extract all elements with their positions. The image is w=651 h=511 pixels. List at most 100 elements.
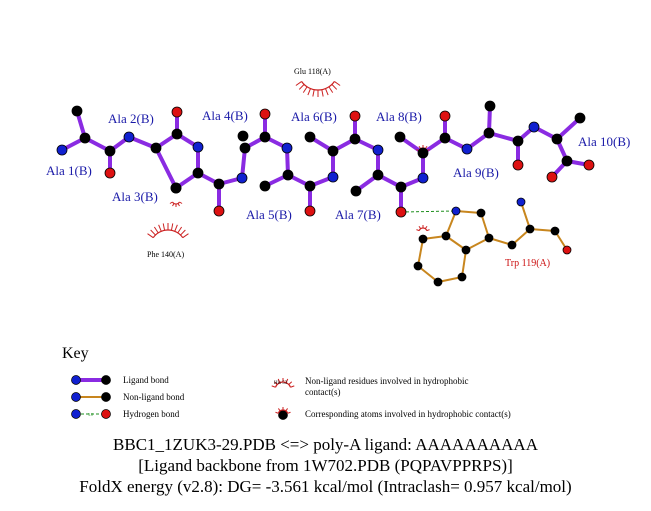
- key-hydrophobic-example: His 53: [274, 381, 288, 386]
- hydrophobic-contact-phe140: [147, 223, 189, 239]
- hydrophobic-spoke: [418, 225, 422, 230]
- caption-line-1: BBC1_1ZUK3-29.PDB <=> poly-A ligand: AAA…: [113, 435, 538, 454]
- hydrophobic-spoke: [312, 89, 315, 97]
- atom: [551, 133, 563, 145]
- hydrophobic-spoke: [147, 233, 154, 239]
- atom: [550, 226, 560, 236]
- nonligand-bonds: [417, 201, 568, 283]
- nonligand-bond: [445, 210, 457, 237]
- hydrophobic-spoke: [334, 81, 341, 86]
- caption-line-2: [Ligand backbone from 1W702.PDB (PQPAVPP…: [138, 456, 513, 475]
- hydrophobic-spoke: [180, 229, 186, 236]
- atom: [349, 110, 361, 122]
- hydrophobic-spoke: [177, 203, 180, 207]
- atom: [546, 171, 558, 183]
- atom: [170, 182, 182, 194]
- residue-label-ala2: Ala 2(B): [108, 111, 154, 126]
- atom: [516, 197, 526, 207]
- hydrophobic-spoke: [153, 226, 159, 234]
- atom: [213, 178, 225, 190]
- residue-label-phe140: Phe 140(A): [147, 250, 184, 259]
- hydrophobic-arc: [172, 201, 180, 205]
- hydrophobic-arc: [274, 381, 292, 388]
- atom: [439, 132, 451, 144]
- hydrophobic-contact-glu118: [295, 81, 341, 97]
- key-hydrophobic-residues-line1: Non-ligand residues involved in hydropho…: [305, 376, 468, 386]
- hydrophobic-spoke: [172, 203, 175, 207]
- atom: [484, 233, 494, 243]
- atom: [512, 159, 524, 171]
- hydrophobic-spoke: [170, 223, 174, 231]
- residue-label-ala8: Ala 8(B): [376, 109, 422, 124]
- atom: [418, 234, 428, 244]
- atom: [304, 180, 316, 192]
- hydrophobic-contacts: [147, 81, 430, 239]
- hydrophobic-spoke: [285, 408, 288, 412]
- residue-label-trp119: Trp 119(A): [505, 258, 550, 269]
- atom: [192, 141, 204, 153]
- atom: [483, 127, 495, 139]
- residue-label-ala5: Ala 5(B): [246, 207, 292, 222]
- atom: [417, 172, 429, 184]
- atom: [441, 231, 451, 241]
- hydrophobic-spoke: [177, 226, 183, 234]
- atom: [395, 206, 407, 218]
- atom: [56, 144, 68, 156]
- hydrophobic-spoke: [290, 385, 295, 388]
- atom: [304, 205, 316, 217]
- hydrophobic-spoke: [416, 229, 420, 232]
- atom: [451, 206, 461, 216]
- atom: [476, 208, 486, 218]
- hydrophobic-spoke: [158, 224, 162, 232]
- atom: [281, 142, 293, 154]
- atom: [394, 131, 406, 143]
- atom: [507, 240, 517, 250]
- key-ligand-atom: [71, 375, 81, 385]
- caption-line-3: FoldX energy (v2.8): DG= -3.561 kcal/mol…: [79, 477, 572, 496]
- atom: [104, 167, 116, 179]
- atom: [433, 277, 443, 287]
- atom: [327, 171, 339, 183]
- atom: [213, 205, 225, 217]
- hydrophobic-spoke: [287, 411, 291, 414]
- nonligand-bond: [520, 201, 531, 230]
- hydrophobic-atom-marker: [416, 225, 430, 232]
- hydrophobic-spoke: [162, 223, 166, 231]
- hydrophobic-spoke: [424, 225, 428, 230]
- hydrogen-bonds: [400, 210, 457, 213]
- residue-label-ala10: Ala 10(B): [578, 134, 630, 149]
- atom: [282, 169, 294, 181]
- hydrophobic-spoke: [273, 381, 278, 385]
- atom: [562, 245, 572, 255]
- hydrophobic-spoke: [277, 378, 281, 383]
- key-nonligand-atom: [71, 392, 81, 402]
- atom: [574, 112, 586, 124]
- key-title: Key: [62, 345, 89, 362]
- atoms: [56, 100, 595, 287]
- key-hydrophobic-residues-line2: contact(s): [305, 387, 340, 397]
- atom: [525, 224, 535, 234]
- hydrogen-bond-line: [400, 210, 457, 213]
- atom: [259, 131, 271, 143]
- atom: [237, 130, 249, 142]
- hydrophobic-spoke: [298, 84, 305, 90]
- atom: [413, 261, 423, 271]
- atom: [561, 155, 573, 167]
- key-graphics: [71, 375, 295, 420]
- atom: [395, 181, 407, 193]
- hydrophobic-atom-marker: [169, 201, 183, 207]
- atom: [528, 121, 540, 133]
- residue-label-ala1: Ala 1(B): [46, 163, 92, 178]
- hydrophobic-spoke: [331, 84, 338, 90]
- hydrophobic-spoke: [295, 81, 302, 86]
- atom: [104, 145, 116, 157]
- hydrophobic-spoke: [426, 229, 430, 232]
- nonligand-bond: [417, 238, 424, 267]
- key-hydrophobic-atom-icon: [278, 410, 288, 420]
- hydrophobic-spoke: [169, 201, 173, 204]
- hydrophobic-arc: [301, 81, 335, 91]
- key-hbond-atom: [71, 409, 81, 419]
- key-hbond-length: 3.0: [88, 412, 93, 417]
- atom: [304, 131, 316, 143]
- hydrophobic-spoke: [302, 86, 308, 93]
